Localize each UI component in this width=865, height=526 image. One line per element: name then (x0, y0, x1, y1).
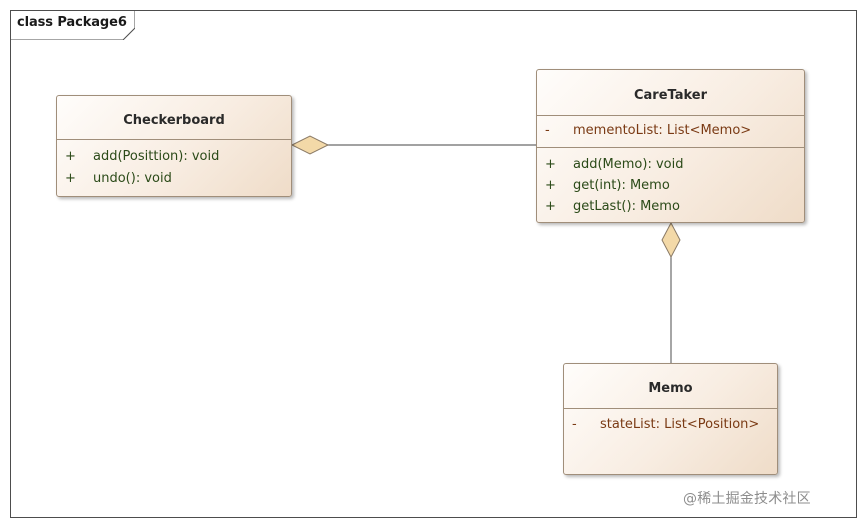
operation-text: add(Posittion): void (93, 149, 220, 164)
visibility-marker: - (572, 417, 577, 432)
class-checkerboard-name: Checkerboard (123, 113, 225, 128)
class-checkerboard-separator (57, 139, 291, 140)
package-title: class Package6 (17, 15, 127, 30)
visibility-marker: + (545, 157, 556, 172)
watermark: @稀土掘金技术社区 (683, 491, 811, 507)
attribute-text: mementoList: List<Memo> (573, 123, 752, 138)
visibility-marker: + (65, 171, 76, 186)
attribute-text: stateList: List<Position> (600, 417, 760, 432)
visibility-marker: - (545, 123, 550, 138)
class-caretaker-name: CareTaker (633, 88, 708, 103)
class-memo[interactable]: Memo - stateList: List<Position> (563, 363, 778, 475)
operation-text: add(Memo): void (573, 157, 684, 172)
package-frame (10, 10, 857, 518)
visibility-marker: + (65, 149, 76, 164)
class-checkerboard[interactable]: Checkerboard + add(Posittion): void + un… (56, 95, 292, 197)
visibility-marker: + (545, 199, 556, 214)
operation-text: undo(): void (93, 171, 172, 186)
class-memo-name: Memo (648, 381, 693, 396)
package-frame-tab (10, 10, 135, 40)
class-memo-separator (564, 408, 777, 409)
operation-text: getLast(): Memo (573, 199, 680, 214)
class-caretaker[interactable]: CareTaker - mementoList: List<Memo> + ad… (536, 69, 805, 223)
class-caretaker-separator-1 (537, 115, 804, 116)
class-caretaker-separator-2 (537, 147, 804, 148)
operation-text: get(int): Memo (573, 178, 670, 193)
visibility-marker: + (545, 178, 556, 193)
